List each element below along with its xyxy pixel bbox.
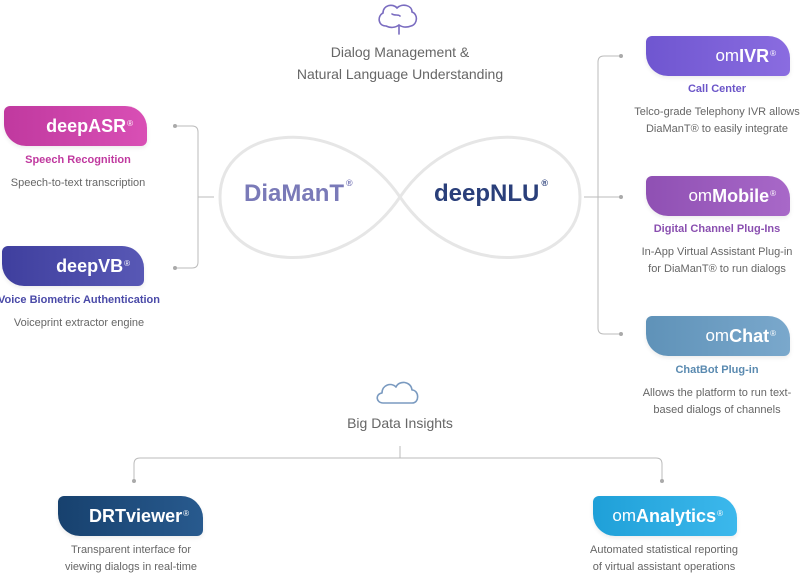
registered-mark: ® bbox=[541, 178, 548, 188]
omchat-description: Allows the platform to run text- based d… bbox=[643, 385, 792, 419]
brain-icon bbox=[378, 4, 418, 35]
description-line: Transparent interface for bbox=[70, 544, 192, 556]
deepvb-caption: Voice Biometric Authentication bbox=[0, 294, 160, 306]
product-prefix: om bbox=[705, 326, 730, 345]
product-name: Chat bbox=[729, 325, 770, 346]
deepvb-pill[interactable]: deepVB® bbox=[2, 246, 144, 286]
registered-mark: ® bbox=[770, 328, 776, 338]
bottom-connector bbox=[133, 446, 663, 480]
product-prefix: om bbox=[688, 186, 713, 205]
omanalytics-description: Automated statistical reporting of virtu… bbox=[590, 542, 738, 576]
description-line: Automated statistical reporting bbox=[590, 544, 738, 556]
description-line: for DiaManT® to run dialogs bbox=[648, 263, 786, 275]
omivr-description: Telco-grade Telephony IVR allows DiaManT… bbox=[634, 104, 800, 138]
deepasr-caption: Speech Recognition bbox=[25, 154, 131, 166]
deepasr-pill[interactable]: deepASR® bbox=[4, 106, 147, 146]
registered-mark: ® bbox=[183, 508, 189, 518]
diamant-logo: DiaManT® bbox=[244, 178, 353, 208]
registered-mark: ® bbox=[717, 508, 723, 518]
omivr-caption: Call Center bbox=[687, 83, 747, 95]
registered-mark: ® bbox=[124, 258, 130, 268]
cloud-icon bbox=[376, 381, 419, 404]
connector-dot bbox=[173, 124, 177, 128]
registered-mark: ® bbox=[346, 178, 353, 188]
product-name: DRTviewer bbox=[89, 505, 183, 526]
ommobile-description: In-App Virtual Assistant Plug-in for Dia… bbox=[642, 244, 793, 278]
product-name: deepASR bbox=[46, 115, 127, 136]
description-line: In-App Virtual Assistant Plug-in bbox=[641, 246, 793, 258]
connector-dot bbox=[132, 479, 136, 483]
product-prefix: om bbox=[612, 506, 637, 525]
heading-line: Dialog Management & bbox=[330, 44, 470, 60]
omchat-caption: ChatBot Plug-in bbox=[675, 364, 759, 376]
deepasr-description: Speech-to-text transcription bbox=[10, 177, 146, 189]
heading-line: Natural Language Understanding bbox=[296, 66, 504, 82]
description-line: of virtual assistant operations bbox=[592, 561, 736, 573]
product-prefix: om bbox=[715, 46, 740, 65]
right-connector bbox=[584, 55, 620, 335]
connector-dot bbox=[619, 332, 623, 336]
description-line: Allows the platform to run text- bbox=[642, 387, 792, 399]
description-line: based dialogs of channels bbox=[653, 404, 781, 416]
dialog-management-heading: Dialog Management & Natural Language Und… bbox=[297, 41, 503, 85]
ommobile-caption: Digital Channel Plug-Ins bbox=[653, 223, 781, 235]
product-name: Mobile bbox=[712, 185, 770, 206]
deepnlu-label: deepNLU bbox=[434, 180, 540, 207]
connector-dot bbox=[619, 54, 623, 58]
product-name: IVR bbox=[739, 45, 770, 66]
drtviewer-pill[interactable]: DRTviewer® bbox=[58, 496, 203, 536]
registered-mark: ® bbox=[127, 118, 133, 128]
registered-mark: ® bbox=[770, 188, 776, 198]
description-line: viewing dialogs in real-time bbox=[64, 561, 198, 573]
connector-dot bbox=[660, 479, 664, 483]
infinity-loop bbox=[218, 135, 582, 259]
product-name: deepVB bbox=[56, 255, 124, 276]
connector-dot bbox=[173, 266, 177, 270]
big-data-heading: Big Data Insights bbox=[347, 415, 453, 431]
drtviewer-description: Transparent interface for viewing dialog… bbox=[65, 542, 197, 576]
description-line: Telco-grade Telephony IVR allows bbox=[634, 106, 800, 118]
left-connector bbox=[176, 125, 214, 269]
connector-dot bbox=[619, 195, 623, 199]
registered-mark: ® bbox=[770, 48, 776, 58]
description-line: DiaManT® to easily integrate bbox=[645, 123, 788, 135]
diamant-label: DiaManT bbox=[244, 180, 345, 207]
deepvb-description: Voiceprint extractor engine bbox=[13, 317, 145, 329]
product-name: Analytics bbox=[636, 505, 717, 526]
deepnlu-logo: deepNLU® bbox=[434, 178, 548, 208]
